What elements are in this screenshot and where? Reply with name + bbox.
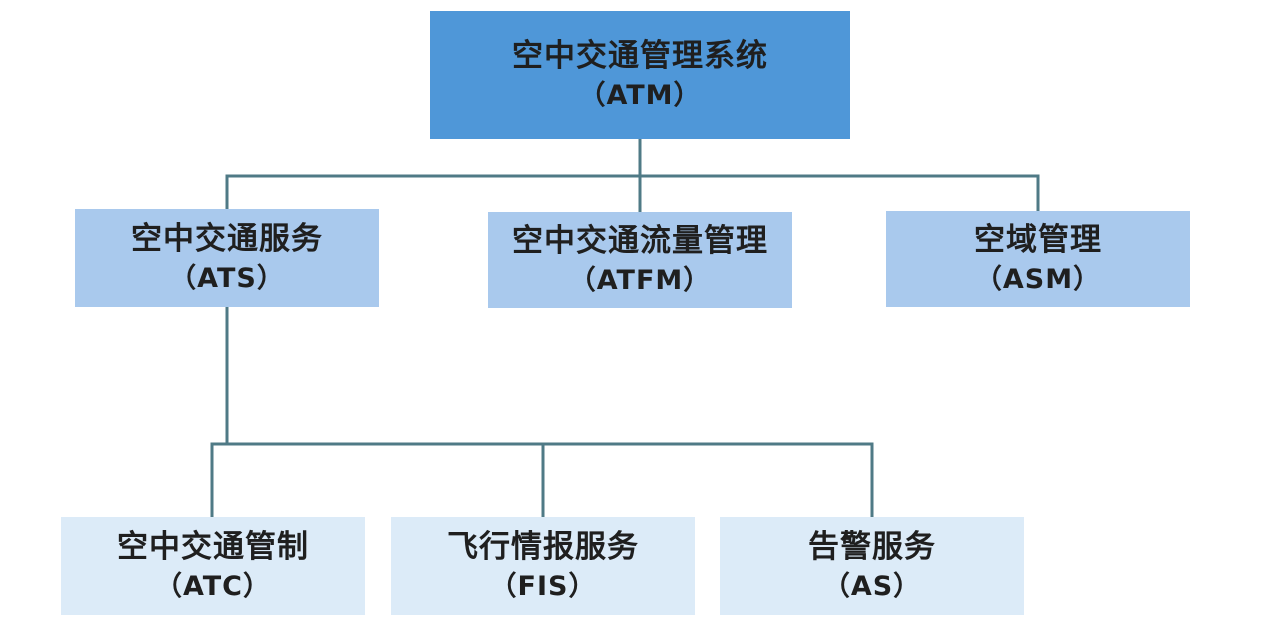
node-atfm: 空中交通流量管理 （ATFM） (488, 212, 792, 308)
node-atfm-name: 空中交通流量管理 (512, 223, 768, 259)
node-fis-name: 飞行情报服务 (447, 529, 639, 565)
node-atc: 空中交通管制 （ATC） (61, 517, 365, 615)
node-atm: 空中交通管理系统 （ATM） (430, 11, 850, 139)
node-asm: 空域管理 （ASM） (886, 211, 1190, 307)
node-ats-name: 空中交通服务 (131, 221, 323, 257)
node-ats-abbr: （ATS） (169, 263, 285, 294)
node-asm-name: 空域管理 (974, 222, 1102, 258)
node-as: 告警服务 （AS） (720, 517, 1024, 615)
node-atc-abbr: （ATC） (154, 571, 272, 602)
node-ats: 空中交通服务 （ATS） (75, 209, 379, 307)
node-atfm-abbr: （ATFM） (568, 265, 712, 296)
node-atm-abbr: （ATM） (578, 80, 702, 111)
node-fis-abbr: （FIS） (489, 571, 597, 602)
node-asm-abbr: （ASM） (974, 264, 1102, 295)
node-atc-name: 空中交通管制 (117, 529, 309, 565)
node-atm-name: 空中交通管理系统 (512, 38, 768, 74)
node-as-name: 告警服务 (808, 529, 936, 565)
node-as-abbr: （AS） (822, 571, 922, 602)
node-fis: 飞行情报服务 （FIS） (391, 517, 695, 615)
